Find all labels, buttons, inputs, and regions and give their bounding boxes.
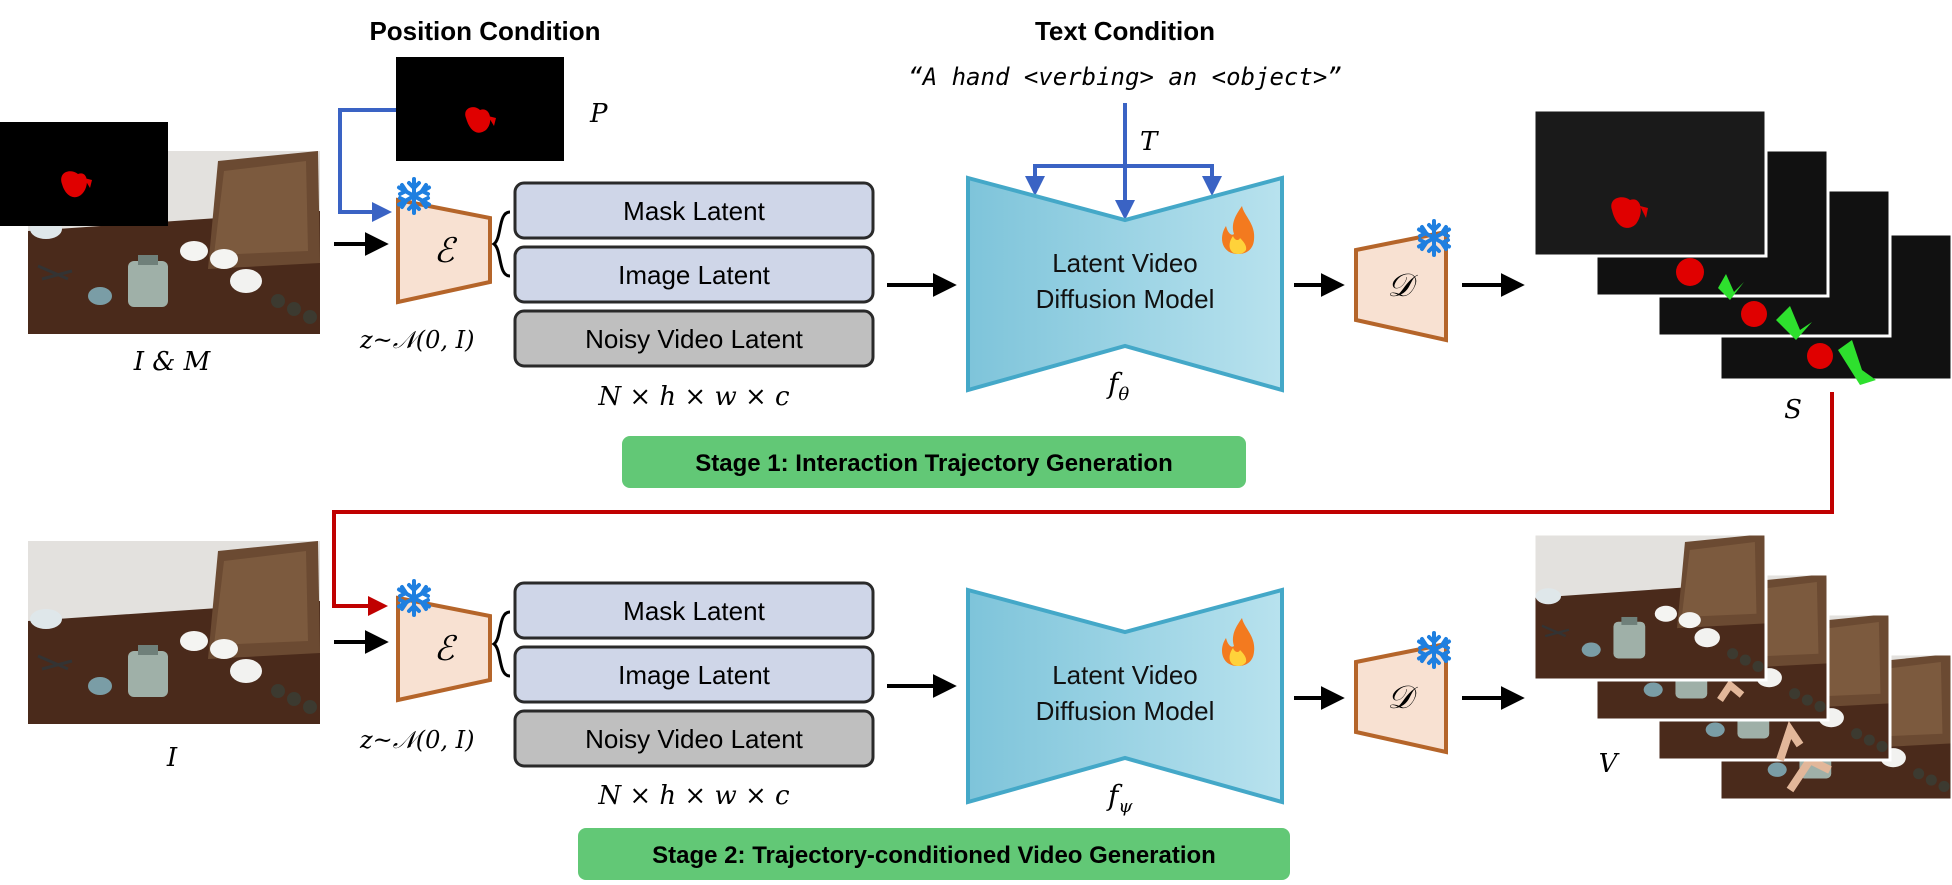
stage2-label: Stage 2: Trajectory-conditioned Video Ge…	[652, 842, 1216, 869]
trajectory-feedback-arrow	[332, 392, 1834, 616]
decoder-block	[1354, 641, 1448, 755]
model-symbol: fψ	[1106, 779, 1133, 817]
model-label-line2: Diffusion Model	[1036, 696, 1215, 726]
noisy-latent-box	[513, 709, 875, 768]
input-label: I & M	[133, 347, 212, 377]
encoder-block	[396, 595, 492, 703]
trajectory-frames	[1532, 108, 1952, 385]
model-symbol: fθ	[1106, 367, 1129, 405]
position-arrow	[338, 108, 396, 222]
mask-thumbnail	[0, 122, 168, 226]
model-label-line1: Latent Video	[1052, 248, 1198, 278]
position-mask	[465, 107, 496, 133]
hand-mask	[1611, 197, 1648, 228]
mask-latent-box	[513, 181, 875, 240]
diffusion-model-block	[966, 587, 1284, 805]
p-symbol: P	[589, 99, 608, 129]
position-condition-title: Position Condition	[369, 16, 600, 46]
model-label-line2: Diffusion Model	[1036, 284, 1215, 314]
stage1-label: Stage 1: Interaction Trajectory Generati…	[695, 450, 1172, 477]
trajectory-frame	[1532, 108, 1768, 258]
text-prompt: “A hand <verbing> an <object>”	[908, 63, 1341, 91]
decoder-block	[1354, 229, 1448, 343]
noise-symbol: z~𝒩(0, I)	[359, 726, 474, 754]
stage2-label-box	[578, 828, 1290, 880]
image-latent-label: Image Latent	[618, 660, 771, 690]
image-latent-box	[513, 645, 875, 704]
latent-brace	[491, 610, 511, 678]
latent-dims: N × h × w × c	[597, 781, 790, 811]
latent-dims: N × h × w × c	[597, 382, 790, 412]
mask-latent-label: Mask Latent	[623, 596, 765, 626]
noisy-latent-label: Noisy Video Latent	[585, 324, 804, 354]
latent-brace	[491, 210, 511, 278]
output-symbol: V	[1599, 749, 1620, 779]
t-arrow-left	[1025, 164, 1125, 196]
output-symbol: S	[1784, 395, 1802, 425]
video-frames	[1532, 532, 1952, 802]
noisy-latent-box	[513, 309, 875, 368]
text-condition-title: Text Condition	[1035, 16, 1215, 46]
image-latent-label: Image Latent	[618, 260, 771, 290]
input-label: I	[166, 743, 178, 773]
stage2: I ℰ Mask Latent Image Latent Noisy Video…	[26, 532, 1952, 880]
input-image-with-mask	[0, 122, 322, 336]
snowflake-icon	[397, 177, 431, 215]
model-label-line1: Latent Video	[1052, 660, 1198, 690]
diffusion-model-block	[966, 175, 1284, 393]
stage1-label-box	[622, 436, 1246, 488]
image-latent-box	[513, 245, 875, 304]
input-image	[26, 539, 322, 726]
hand-mask	[1838, 340, 1876, 385]
stage1: Position Condition Text Condition “A han…	[0, 16, 1952, 488]
t-arrow-right	[1125, 164, 1222, 196]
encoder-block	[396, 197, 492, 305]
hand-mask	[1718, 274, 1744, 300]
noisy-latent-label: Noisy Video Latent	[585, 724, 804, 754]
encoder-symbol: ℰ	[434, 231, 458, 271]
video-frame	[1532, 532, 1768, 682]
noise-symbol: z~𝒩(0, I)	[359, 326, 474, 354]
mask-latent-box	[513, 581, 875, 640]
t-symbol: T	[1140, 127, 1159, 157]
mask-latent-label: Mask Latent	[623, 196, 765, 226]
hand-mask	[1776, 306, 1812, 340]
position-condition-image	[396, 57, 564, 161]
encoder-symbol: ℰ	[434, 629, 458, 669]
object-mask	[61, 171, 92, 198]
